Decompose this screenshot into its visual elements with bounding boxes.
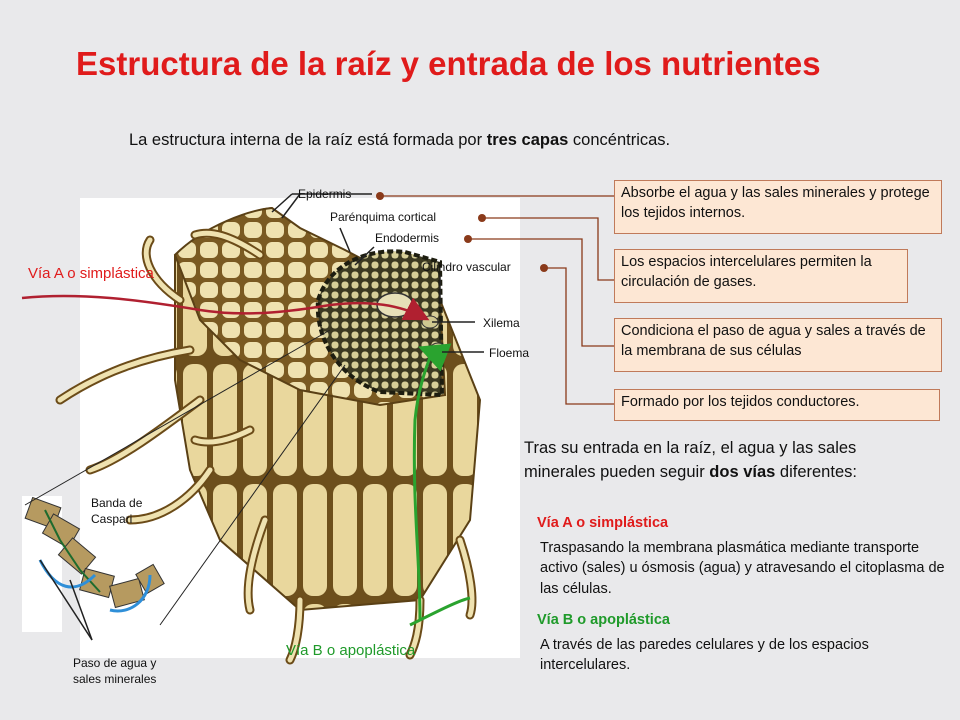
route-b-title: Vía B o apoplástica <box>537 612 670 628</box>
label-cilindro: Cilindro vascular <box>422 260 511 274</box>
route-a-title: Vía A o simplástica <box>537 515 669 531</box>
label-banda-line1: Banda de <box>91 496 143 510</box>
intro-bold: tres capas <box>486 131 569 149</box>
label-via-a: Vía A o simplástica <box>28 265 154 282</box>
label-banda-caspari: Banda de Caspari <box>91 495 142 527</box>
route-a-text: Traspasando la membrana plasmática media… <box>540 540 945 597</box>
label-floema: Floema <box>489 346 530 360</box>
route-b-entry <box>409 596 471 627</box>
routes-intro: Tras su entrada en la raíz, el agua y la… <box>524 437 924 485</box>
label-banda-line2: Caspari <box>91 512 133 527</box>
vascular-cylinder <box>315 249 445 398</box>
route-b-text: A través de las paredes celulares y de l… <box>540 637 869 674</box>
casparian-cells <box>24 496 165 609</box>
box-cilindro: Formado por los tejidos conductores. <box>614 389 940 421</box>
connector-dots <box>376 192 548 272</box>
label-xilema: Xilema <box>483 316 520 330</box>
intro-before: La estructura interna de la raíz está fo… <box>129 131 487 149</box>
box-endodermis: Condiciona el paso de agua y sales a tra… <box>614 318 942 372</box>
routes-intro-before: Tras su entrada en la raíz, el agua y la… <box>524 439 857 481</box>
label-paso-agua: Paso de agua y sales minerales <box>73 655 156 687</box>
box-epidermis: Absorbe el agua y las sales minerales y … <box>614 180 942 234</box>
label-via-b: Vía B o apoplástica <box>286 642 416 659</box>
box-parenquima: Los espacios intercelulares permiten la … <box>614 249 908 303</box>
label-epidermis: Epidermis <box>298 187 352 201</box>
label-leaders <box>39 193 484 641</box>
label-parenquima: Parénquima cortical <box>330 210 437 224</box>
routes-intro-bold: dos vías <box>709 462 776 481</box>
routes-intro-after: diferentes: <box>775 462 857 481</box>
label-endodermis: Endodermis <box>375 231 440 245</box>
label-paso-line2: sales minerales <box>73 672 157 687</box>
intro-text: La estructura interna de la raíz está fo… <box>129 131 670 150</box>
route-b-arrow <box>412 343 452 621</box>
zoom-lines <box>24 329 346 626</box>
label-paso-line1: Paso de agua y <box>73 656 157 670</box>
box-connectors <box>380 195 614 405</box>
intro-after: concéntricas. <box>568 131 671 149</box>
page-title: Estructura de la raíz y entrada de los n… <box>76 45 821 82</box>
route-a-arrow <box>21 294 430 321</box>
